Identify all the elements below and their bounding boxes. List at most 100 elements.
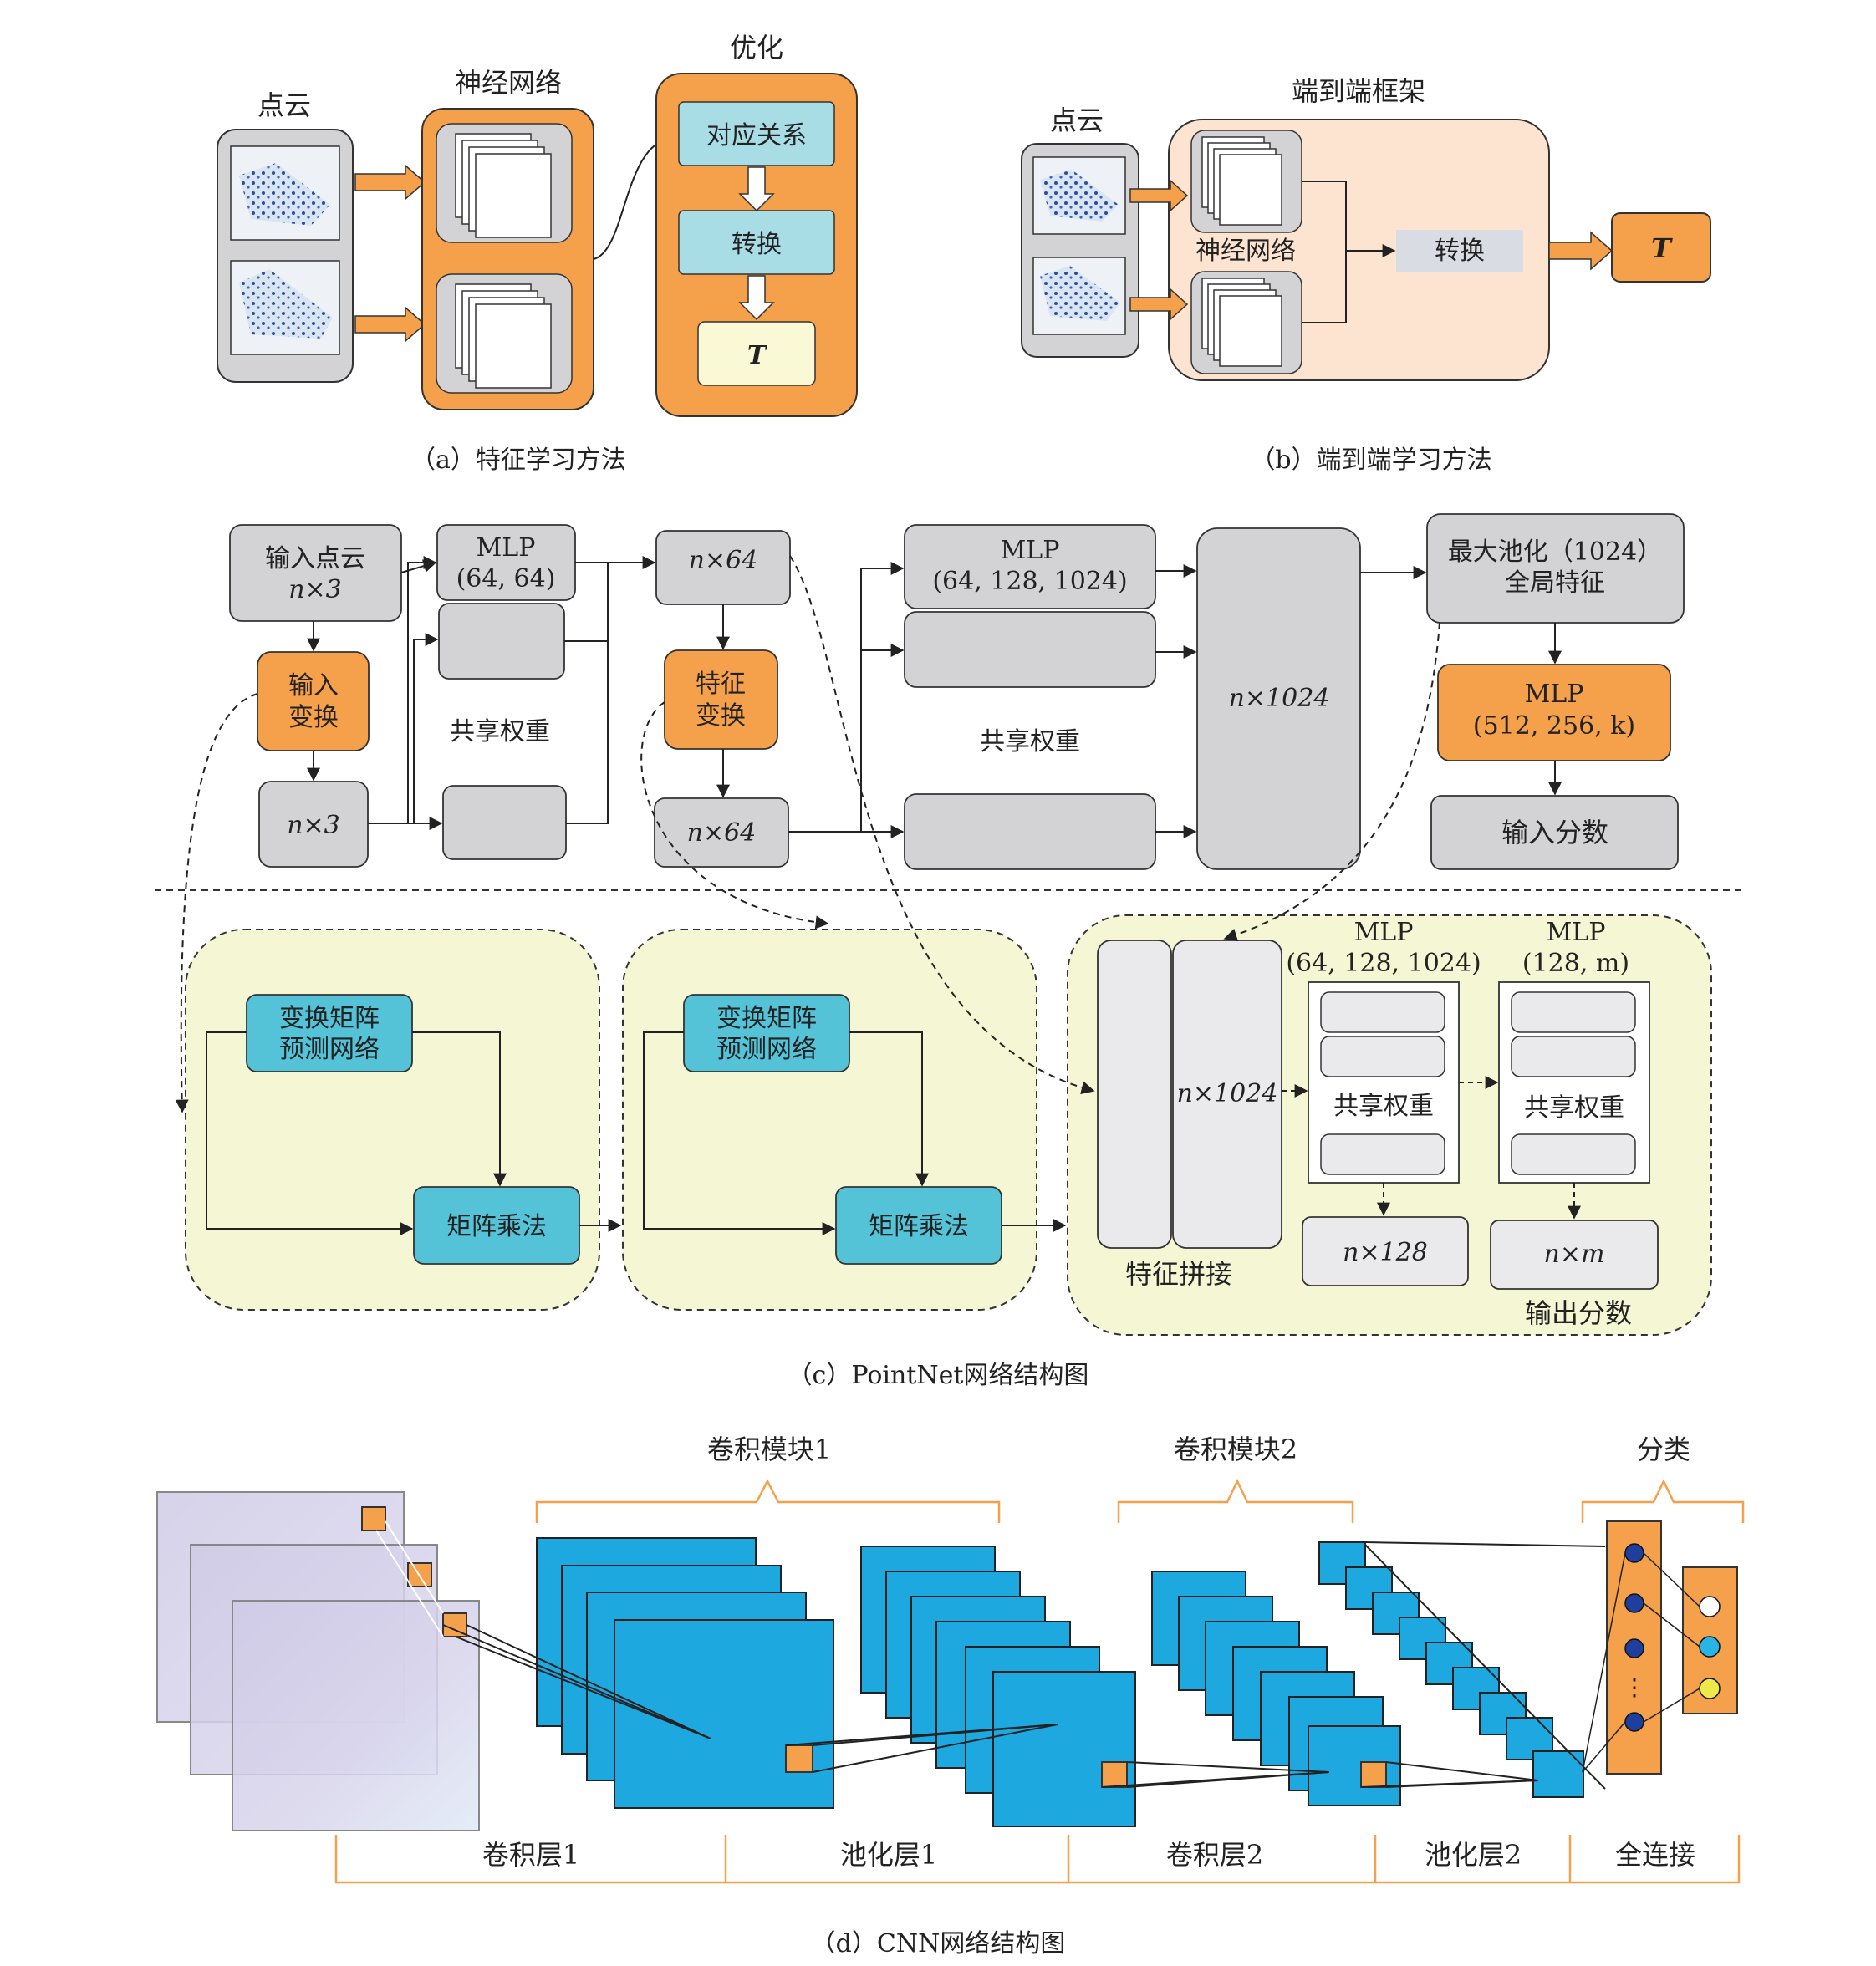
d-fc-ellipsis: ⋮ [1623, 1673, 1646, 1701]
d-fc-label: 全连接 [1615, 1839, 1695, 1871]
c-maxpool-l1: 最大池化（1024） [1448, 537, 1662, 567]
d-pool1-label: 池化层1 [840, 1839, 937, 1871]
d-pool2-map [1318, 1541, 1366, 1585]
a-down-arrow-1 [738, 166, 775, 212]
c-shared2-label: 共享权重 [980, 727, 1080, 756]
c-n1024-label: n×1024 [1229, 684, 1330, 713]
c-n128-box [1302, 1216, 1469, 1286]
a-T-box [697, 321, 816, 386]
c-edge [412, 1031, 507, 1187]
d-conv2-map [1308, 1725, 1401, 1806]
b-transform-label: 转换 [1435, 237, 1485, 266]
d-kernel-guide [385, 1520, 444, 1614]
d-pool1-kernel [1101, 1761, 1128, 1788]
d-fc-link [1643, 1602, 1700, 1648]
c-shared1-label: 共享权重 [450, 717, 550, 746]
d-caption: （d）CNN网络结构图 [811, 1929, 1066, 1958]
c-mlp2-l2: (64, 128, 1024) [932, 567, 1127, 596]
d-conv2-kernel [1360, 1761, 1387, 1788]
b-nn-sheet [1219, 154, 1282, 226]
b-caption: （b）端到端学习方法 [1250, 446, 1491, 475]
panel-c: 输入点云 n×3 MLP (64, 64) 共享权重 n×64 MLP (64,… [155, 513, 1743, 1390]
c-nm-label: n×m [1544, 1240, 1605, 1269]
d-receptive-line [1360, 1780, 1539, 1788]
c-matmul2-label: 矩阵乘法 [869, 1212, 969, 1241]
d-receptive-line [442, 1624, 711, 1739]
b-point-cloud-label: 点云 [1050, 104, 1104, 136]
d-receptive-line [1385, 1761, 1539, 1781]
b-transform-box [1396, 230, 1523, 272]
d-receptive-line [1364, 1541, 1606, 1547]
d-output-neuron-2 [1699, 1636, 1721, 1658]
b-arrow-out [1548, 231, 1613, 271]
a-down-arrow-2 [738, 275, 775, 321]
c-n128-label: n×128 [1343, 1238, 1428, 1267]
c-edge [788, 562, 905, 833]
d-fc-link [1582, 1552, 1626, 1773]
c-mlp5-cell [1511, 1133, 1636, 1175]
a-nn-sheet [475, 303, 552, 389]
c-tnet1-l1: 变换矩阵 [279, 1004, 380, 1033]
c-input-cloud-l2: n×3 [288, 575, 342, 604]
c-edge [400, 559, 437, 573]
a-arrow-1 [354, 164, 426, 201]
d-brace-conv2 [1117, 1479, 1354, 1523]
c-concat-col-1 [1097, 940, 1172, 1249]
c-mlp4-cell [1320, 991, 1445, 1033]
d-kernel-guide [375, 1530, 444, 1637]
d-pool2-label: 池化层2 [1425, 1839, 1522, 1871]
c-feat-transform-box [664, 649, 778, 750]
d-fc-link [1643, 1688, 1700, 1723]
c-input-cloud-box [229, 524, 402, 622]
b-T-label: T [1651, 232, 1673, 264]
c-tnet1-l2: 预测网络 [279, 1035, 380, 1064]
b-connector-top [1302, 181, 1347, 251]
c-n1024-box [1196, 527, 1361, 870]
c-edge [206, 1031, 414, 1235]
a-T-label: T [747, 341, 768, 370]
d-input-layer-3 [232, 1600, 480, 1831]
a-transform-label: 转换 [732, 230, 782, 259]
d-fc-neuron [1624, 1543, 1644, 1563]
d-fc-link [1582, 1721, 1626, 1773]
c-dashed-link-3 [789, 555, 1095, 1095]
panel-b: 点云 端到端框架 神经网络 转换 T （b）端到端学习方法 [1021, 75, 1711, 475]
d-conv-block2-label: 卷积模块2 [1174, 1434, 1297, 1465]
a-transform-box [678, 210, 835, 275]
d-receptive-line [785, 1724, 1058, 1746]
d-receptive-line [812, 1724, 1058, 1773]
c-edge [566, 562, 609, 824]
c-seg-n1024-label: n×1024 [1177, 1079, 1278, 1108]
d-fc-neuron [1624, 1638, 1644, 1658]
b-nn-sheet [1219, 295, 1282, 367]
d-conv-block1-label: 卷积模块1 [707, 1434, 831, 1465]
b-arrow-2 [1129, 288, 1189, 321]
c-n3-label: n×3 [287, 811, 340, 840]
c-mlp4-l1: MLP [1354, 918, 1414, 947]
c-mlp5-cell [1511, 1036, 1636, 1077]
d-output-neuron-1 [1699, 1596, 1721, 1617]
c-mlp5-l2: (128, m) [1522, 949, 1629, 978]
c-input-transform-l1: 输入 [288, 671, 339, 700]
c-mlp2-box-b [904, 611, 1156, 688]
d-brace-classify [1581, 1479, 1745, 1523]
c-input-transform-l2: 变换 [288, 703, 339, 732]
a-optimize-label: 优化 [730, 32, 783, 64]
d-receptive-line [1126, 1761, 1330, 1773]
panel-d: 卷积模块1 卷积模块2 分类 [156, 1434, 1745, 1958]
b-cloud-shape-1 [1040, 170, 1119, 222]
d-pool2-map [1345, 1566, 1393, 1610]
b-framework-label: 端到端框架 [1292, 75, 1425, 107]
a-neural-net-label: 神经网络 [455, 67, 562, 99]
c-output-score-label: 输出分数 [1525, 1297, 1632, 1329]
a-cloud-shape-2 [239, 269, 333, 339]
c-shared1-box-a [438, 603, 565, 680]
d-conv1-label: 卷积层1 [482, 1839, 579, 1871]
c-feat-transform-l2: 变换 [696, 701, 746, 731]
d-conv1-kernel [785, 1744, 813, 1773]
c-tnet2-l2: 预测网络 [716, 1035, 817, 1064]
c-mlp2-box-c [904, 793, 1156, 870]
d-fc-link [1643, 1552, 1700, 1607]
c-mlp2-box [904, 524, 1156, 609]
